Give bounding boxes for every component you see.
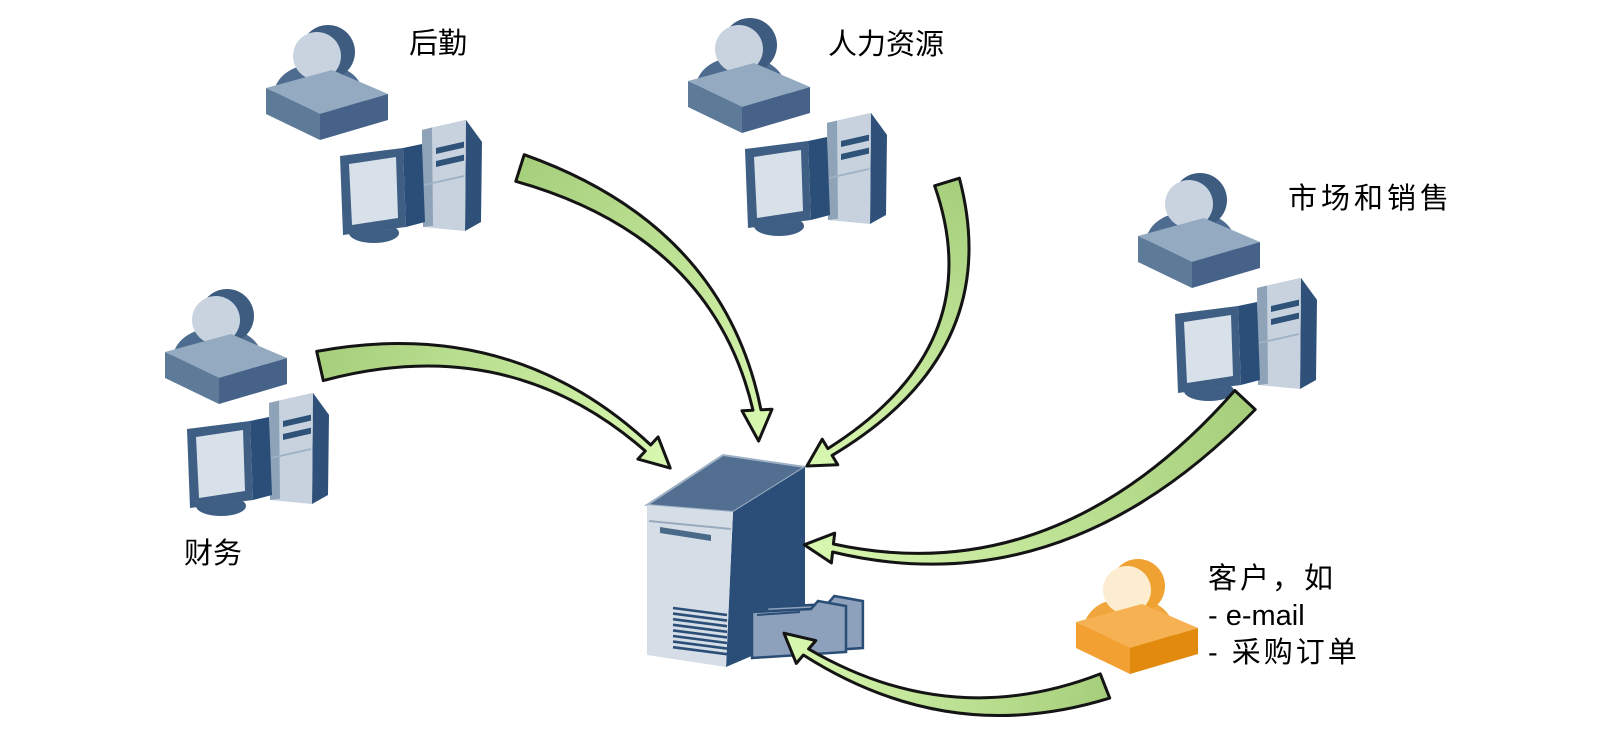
label-finance: 财务	[184, 538, 243, 570]
computer-icon	[744, 112, 888, 237]
label-customer: 客户，如 - e-mail - 采购订单	[1208, 561, 1360, 672]
person-icon	[266, 25, 388, 140]
label-logistics: 后勤	[409, 28, 468, 60]
person-icon	[688, 18, 810, 133]
arrow-logistics-to-server	[514, 153, 774, 443]
arrow-human-resources-to-server	[805, 176, 971, 468]
computer-icon	[1174, 277, 1318, 402]
server-drive-slot	[660, 527, 711, 541]
node-customer	[1076, 559, 1198, 674]
server-vents	[672, 606, 728, 656]
label-marketing-sales: 市场和销售	[1288, 183, 1454, 215]
person-icon	[1076, 559, 1198, 674]
label-human-resources: 人力资源	[828, 29, 945, 61]
label-customer-line3: - 采购订单	[1208, 637, 1360, 669]
computer-icon	[186, 392, 330, 517]
computer-icon	[339, 119, 483, 244]
arrow-finance-to-server	[315, 342, 672, 470]
person-icon	[1138, 173, 1260, 288]
folders-icon	[750, 594, 865, 660]
arrow-marketing-sales-to-server	[802, 389, 1257, 566]
node-finance	[165, 289, 330, 517]
server-groove	[648, 520, 732, 530]
label-customer-line1: 客户，如	[1208, 563, 1337, 595]
label-customer-line2: - e-mail	[1208, 600, 1305, 632]
arrow-customer-to-server	[782, 631, 1112, 717]
server-front-face	[647, 505, 733, 667]
person-icon	[165, 289, 287, 404]
folder-detail-line	[756, 611, 801, 616]
